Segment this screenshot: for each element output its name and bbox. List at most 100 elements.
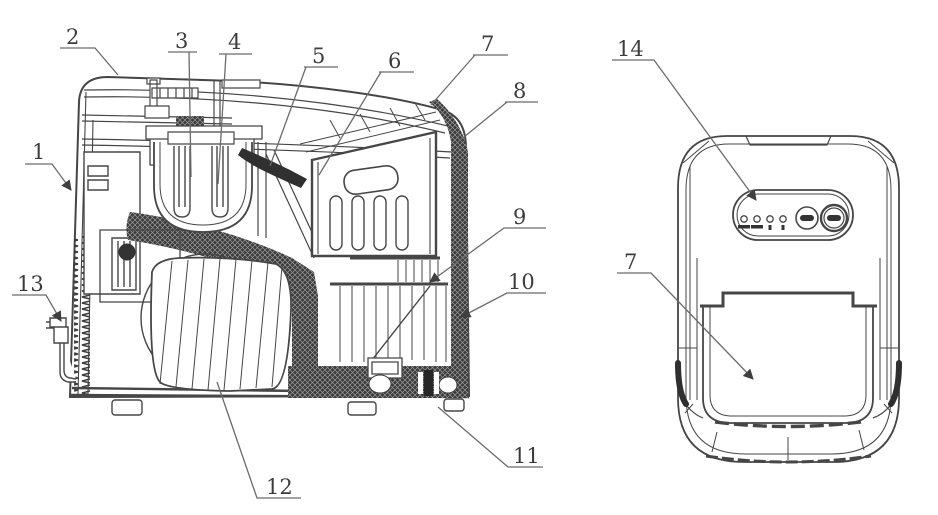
callout-4-label: 4 [228, 30, 241, 54]
reservoir-basin [153, 142, 253, 233]
callout-4: 4 [217, 30, 252, 185]
ice-basket [310, 130, 438, 258]
drain-valve [46, 317, 77, 383]
front-body-inner-line [685, 143, 892, 455]
bucket-floor-slope [371, 285, 431, 361]
basket-handle [343, 164, 399, 196]
basket-edge-lines [317, 138, 431, 254]
side-section-view [46, 75, 471, 416]
select-button[interactable] [819, 203, 849, 233]
callout-13: 13 [12, 272, 62, 322]
power-button-glyph [800, 215, 814, 221]
callout-11-label: 11 [513, 444, 540, 468]
callout-7-side-leader [430, 54, 508, 106]
rim-tick-lines [684, 403, 893, 460]
door-top-lip [700, 291, 877, 308]
ice-shovel [238, 148, 307, 188]
callout-6-label: 6 [388, 49, 401, 73]
compressor-stripes [159, 258, 283, 391]
lid-rib-lines [299, 102, 441, 153]
control-panel-outline [732, 189, 854, 241]
callout-5: 5 [269, 44, 338, 167]
led-label-bar-1 [738, 225, 750, 229]
drain-fitting-left [368, 374, 392, 394]
callout-6-leader [318, 71, 414, 176]
callout-7-front-leader [617, 272, 754, 380]
callout-1-leader [25, 163, 72, 191]
reservoir-basin-inner [159, 142, 247, 226]
callout-14-leader [612, 59, 757, 201]
basket-face [310, 130, 438, 258]
bucket-ribs [339, 286, 447, 362]
top-notch [745, 135, 832, 146]
callout-5-leader [269, 66, 338, 167]
corner-seam-lines [682, 140, 895, 164]
bucket-neck-ribs [397, 260, 439, 282]
machine-feet [111, 398, 465, 416]
callout-7-front: 7 [617, 250, 754, 380]
hinge-parts [144, 77, 261, 119]
drain-plug [418, 372, 439, 394]
callout-14: 14 [612, 37, 757, 201]
basket-slots [329, 195, 409, 251]
callout-2-leader [60, 47, 119, 76]
callout-13-label: 13 [17, 272, 44, 296]
callout-11: 11 [437, 406, 543, 468]
callout-3-label: 3 [175, 29, 188, 53]
led-label-mark-4 [781, 225, 785, 230]
fan-motor-dot [118, 243, 136, 261]
callout-12-leader [216, 381, 301, 499]
compressor-body [150, 256, 292, 392]
front-body-outline [677, 135, 900, 463]
callout-11-leader [437, 406, 543, 468]
led-label-bar-2 [751, 225, 763, 229]
indicator-leds [738, 215, 787, 230]
bottom-heavy-edge [705, 454, 872, 464]
callout-8-leader [458, 101, 538, 142]
callout-10-leader [460, 292, 546, 318]
callout-10: 10 [460, 270, 546, 318]
insulation-right-band [429, 99, 468, 396]
power-button[interactable] [795, 206, 819, 230]
insulation-mid-band [126, 212, 319, 366]
ice-bucket [330, 256, 448, 379]
callout-8-label: 8 [513, 79, 526, 103]
callout-9: 9 [429, 205, 546, 283]
callout-7-side-label: 7 [481, 32, 494, 56]
callout-13-leader [12, 294, 62, 322]
evaporator-fingers [173, 146, 229, 218]
callouts: 1 2 3 4 5 6 7 8 [12, 25, 757, 499]
callout-9-label: 9 [513, 205, 526, 229]
drain-fitting-right [438, 376, 458, 394]
door-outline [702, 306, 874, 424]
callout-14-label: 14 [617, 37, 644, 61]
side-seam-lines [679, 166, 898, 400]
callout-1: 1 [25, 140, 72, 191]
callout-8: 8 [458, 79, 538, 142]
callout-7-side: 7 [430, 32, 508, 106]
callout-7-front-label: 7 [624, 250, 637, 274]
drain-plug-stem [424, 370, 433, 396]
led-label-mark-3 [768, 225, 772, 230]
callout-10-label: 10 [508, 270, 535, 294]
callout-6: 6 [318, 49, 414, 176]
callout-3: 3 [168, 29, 197, 178]
callout-12-label: 12 [266, 475, 293, 499]
callout-1-label: 1 [32, 140, 45, 164]
callout-9-leader [429, 227, 546, 283]
callout-5-label: 5 [312, 44, 325, 68]
water-reservoir [145, 125, 263, 233]
door-inner-line [709, 306, 867, 417]
callout-4-leader [217, 53, 252, 185]
select-button-glyph [827, 215, 841, 221]
corner-bumper-left [675, 360, 689, 407]
compartment-wall-lines [257, 142, 323, 259]
drain-box [367, 357, 403, 379]
front-view [675, 135, 902, 464]
control-panel-inner [736, 193, 850, 237]
callout-2: 2 [60, 25, 119, 76]
callout-3-leader [168, 51, 197, 178]
callout-2-label: 2 [66, 25, 79, 49]
